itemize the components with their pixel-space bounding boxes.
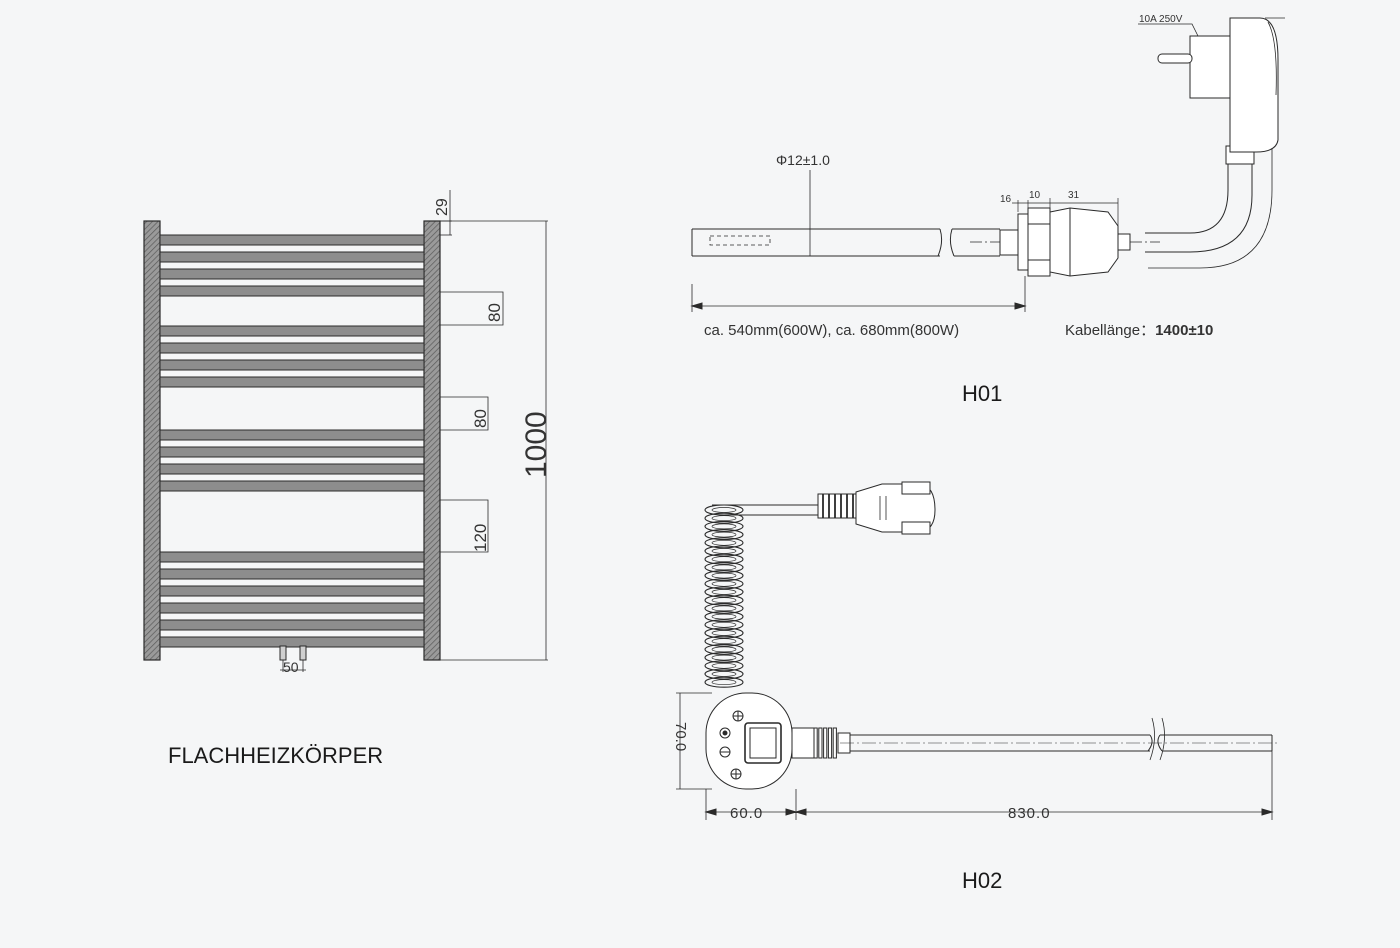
radiator-crossbar: [159, 376, 425, 388]
radiator-crossbar: [159, 619, 425, 631]
radiator-title: FLACHHEIZKÖRPER: [168, 743, 384, 768]
plug-rating-label: 10A 250V: [1139, 14, 1183, 25]
dim-gap-80-upper: 80: [485, 303, 504, 322]
radiator-crossbar: [159, 551, 425, 563]
radiator-crossbar: [159, 325, 425, 337]
radiator-crossbars: [159, 234, 425, 648]
radiator-pipe-left: [279, 645, 287, 661]
radiator-crossbar: [159, 602, 425, 614]
radiator-crossbar: [159, 359, 425, 371]
h02-annotations: 70.0 60.0 830.0: [672, 722, 1051, 822]
radiator-dimensions: 29 80 80 120 1000 50: [283, 198, 553, 675]
radiator-crossbar: [159, 446, 425, 458]
radiator-crossbar: [159, 285, 425, 297]
radiator-crossbar: [159, 268, 425, 280]
coiled-cable: [704, 504, 744, 688]
dim-h02-length: 830.0: [1008, 805, 1051, 822]
radiator-crossbar: [159, 585, 425, 597]
radiator-crossbar: [159, 463, 425, 475]
h01-drawing: [690, 17, 1285, 312]
dim-top-29: 29: [434, 198, 451, 216]
dim-31-label: 31: [1068, 190, 1080, 201]
radiator-crossbar: [159, 251, 425, 263]
length-label: ca. 540mm(600W), ca. 680mm(800W): [704, 322, 959, 339]
radiator-pipe-right: [299, 645, 307, 661]
radiator-crossbar: [159, 636, 425, 648]
radiator-right-post: [423, 220, 441, 661]
h02-drawing: [676, 481, 1280, 820]
radiator-drawing: [143, 190, 548, 672]
dim-gap-120: 120: [471, 524, 490, 552]
dim-h02-width: 60.0: [730, 805, 763, 822]
h01-label: H01: [962, 381, 1003, 406]
dim-height-1000: 1000: [520, 411, 553, 478]
radiator-left-post: [143, 220, 161, 661]
h02-label: H02: [962, 868, 1003, 893]
dim-16-label: 16: [1000, 194, 1012, 205]
dim-h02-height: 70.0: [672, 722, 689, 751]
dim-pipe-50: 50: [283, 659, 299, 675]
dim-10-label: 10: [1029, 190, 1041, 201]
radiator-crossbar: [159, 480, 425, 492]
diameter-label: Φ12±1.0: [776, 152, 830, 168]
dim-gap-80-lower: 80: [471, 409, 490, 428]
radiator-crossbar: [159, 342, 425, 354]
radiator-crossbar: [159, 568, 425, 580]
radiator-crossbar: [159, 429, 425, 441]
cable-length-label: Kabellänge：1400±10: [1065, 322, 1213, 339]
h01-annotations: 10A 250V Φ12±1.0 16 10 31 ca. 540mm(600W…: [704, 14, 1213, 339]
radiator-crossbar: [159, 234, 425, 246]
